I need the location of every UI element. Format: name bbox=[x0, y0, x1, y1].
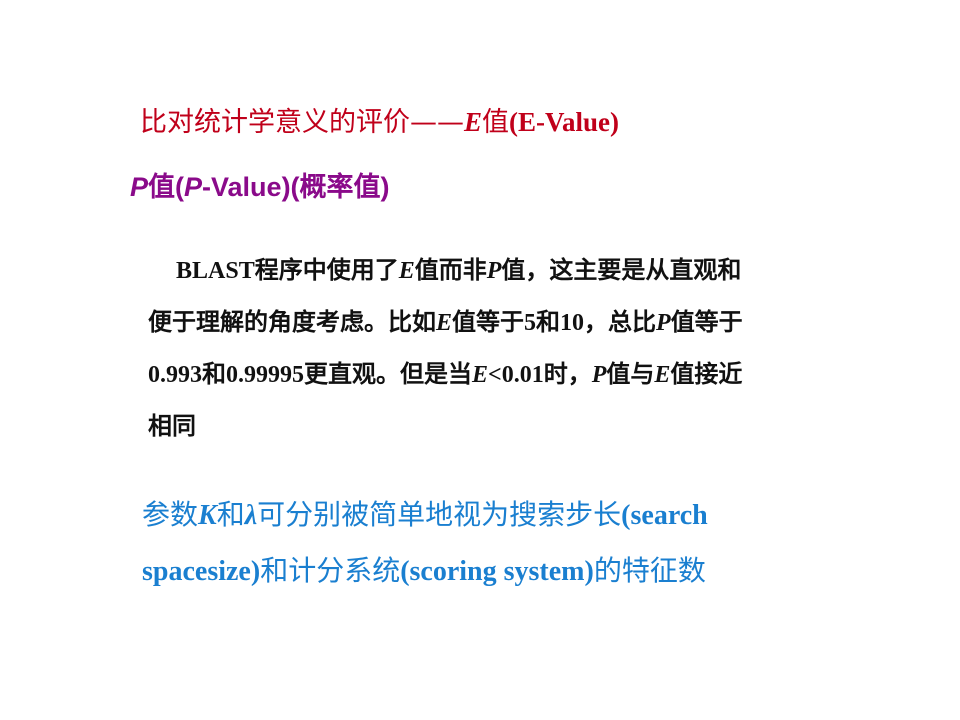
text-span-p: P bbox=[486, 258, 502, 284]
heading-evalue-zhi: 值 bbox=[482, 107, 510, 138]
text-span: (scoring system) bbox=[400, 556, 594, 587]
text-span-e: E bbox=[472, 362, 489, 388]
heading-evalue: 比对统计学意义的评价——E值(E-Value) bbox=[140, 100, 619, 144]
text-span: 值等于 bbox=[670, 310, 743, 336]
heading-evalue-prefix: 比对统计学意义的评价—— bbox=[140, 107, 464, 138]
parameters-paragraph: 参数K和λ可分别被简单地视为搜索步长(search spacesize)和计分系… bbox=[142, 488, 862, 600]
text-span: 0.993和0.99995更直观。但是当 bbox=[148, 362, 472, 388]
params-line-1: 参数K和λ可分别被简单地视为搜索步长(search bbox=[142, 488, 862, 544]
heading-pvalue-p2: P bbox=[184, 172, 203, 202]
text-span: BLAST程序中使用了 bbox=[176, 258, 399, 284]
text-span-e: E bbox=[398, 258, 415, 284]
params-line-2: spacesize)和计分系统(scoring system)的特征数 bbox=[142, 544, 862, 600]
paragraph-line-4: 相同 bbox=[148, 401, 888, 453]
text-span: <0.01时， bbox=[488, 362, 592, 388]
text-span: 值与 bbox=[606, 362, 655, 388]
text-span: 可分别被简单地视为搜索步长 bbox=[257, 500, 622, 531]
heading-evalue-suffix: (E-Value) bbox=[509, 107, 620, 137]
heading-evalue-e: E bbox=[464, 107, 483, 137]
text-span-lambda: λ bbox=[244, 500, 258, 531]
text-span-p: P bbox=[591, 362, 607, 388]
paragraph-line-3: 0.993和0.99995更直观。但是当E<0.01时，P值与E值接近 bbox=[148, 349, 888, 401]
text-span-k: K bbox=[198, 500, 217, 531]
heading-pvalue-p: P bbox=[130, 172, 149, 202]
heading-pvalue-zhi: 值 bbox=[148, 172, 176, 202]
text-span-p: P bbox=[656, 310, 671, 336]
text-span: 值接近 bbox=[670, 362, 743, 388]
text-span: 参数 bbox=[142, 500, 199, 531]
paragraph-line-1: BLAST程序中使用了E值而非P值，这主要是从直观和 bbox=[148, 245, 888, 297]
text-span: 值等于5和10，总比 bbox=[452, 310, 657, 336]
text-span-e: E bbox=[654, 362, 671, 388]
text-span: 相同 bbox=[148, 414, 196, 440]
text-span: 的特征数 bbox=[593, 556, 706, 587]
text-span-e: E bbox=[436, 310, 453, 336]
paragraph-line-2: 便于理解的角度考虑。比如E值等于5和10，总比P值等于 bbox=[148, 297, 888, 349]
heading-pvalue-suffix: -Value)(概率值) bbox=[202, 172, 390, 202]
text-span: 和 bbox=[216, 500, 245, 531]
text-span: 值，这主要是从直观和 bbox=[501, 258, 742, 284]
heading-pvalue: P值(P-Value)(概率值) bbox=[130, 165, 390, 209]
text-span: spacesize) bbox=[142, 556, 261, 587]
heading-pvalue-open: ( bbox=[175, 172, 185, 202]
explanation-paragraph: BLAST程序中使用了E值而非P值，这主要是从直观和 便于理解的角度考虑。比如E… bbox=[148, 245, 888, 453]
text-span: 值而非 bbox=[414, 258, 487, 284]
text-span: 和计分系统 bbox=[260, 556, 401, 587]
text-span: (search bbox=[621, 500, 708, 531]
text-span: 便于理解的角度考虑。比如 bbox=[148, 310, 436, 336]
